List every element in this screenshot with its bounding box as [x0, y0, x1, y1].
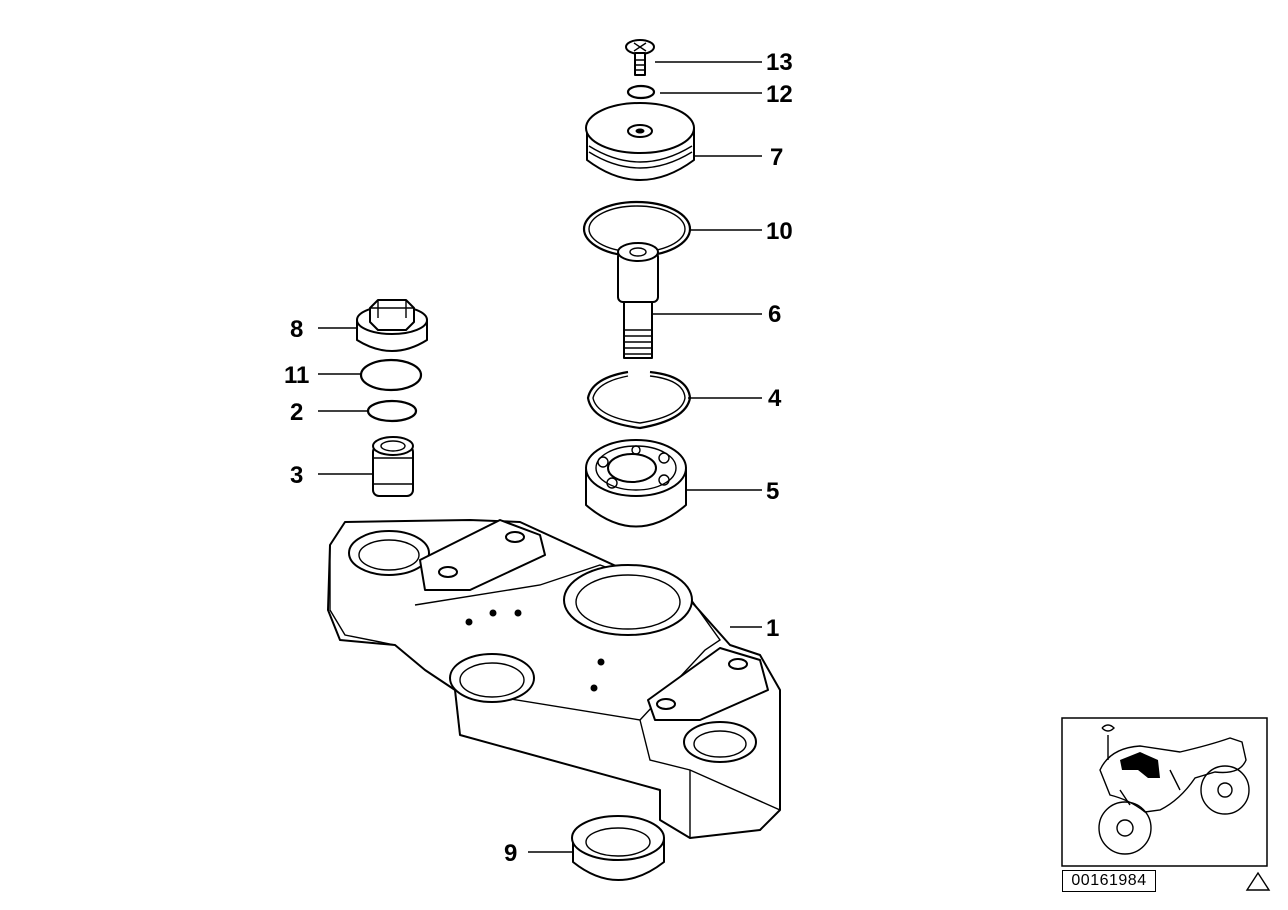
callout-9: 9: [504, 840, 517, 867]
callout-3: 3: [290, 462, 303, 489]
part-6-bolt[interactable]: [617, 242, 659, 359]
callout-1: 1: [766, 615, 779, 642]
triangle-warning-icon: [1245, 871, 1271, 891]
part-9-seal[interactable]: [571, 815, 665, 881]
part-11-o-ring[interactable]: [359, 358, 423, 392]
callout-13: 13: [766, 49, 793, 76]
callout-7: 7: [770, 144, 783, 171]
part-5-bearing[interactable]: [585, 439, 687, 528]
leader-lines: [318, 61, 762, 853]
callout-5: 5: [766, 478, 779, 505]
callout-4: 4: [768, 385, 782, 412]
part-4-circlip[interactable]: [586, 370, 692, 430]
part-7-cover-cap[interactable]: [585, 102, 695, 181]
diagram-code-label: 00161984: [1062, 870, 1156, 892]
callout-10: 10: [766, 218, 793, 245]
part-8-plug[interactable]: [356, 299, 428, 352]
callout-8: 8: [290, 316, 303, 343]
part-13-screw[interactable]: [625, 39, 655, 76]
callout-6: 6: [768, 301, 781, 328]
callout-2: 2: [290, 399, 303, 426]
callout-labels: 13 12 7 10 6 4 5 1 9 8 11 2 3: [284, 49, 793, 867]
part-1-fork-bridge[interactable]: [327, 519, 781, 839]
callout-12: 12: [766, 81, 793, 108]
callout-11: 11: [284, 362, 309, 389]
motorcycle-locator-icon: [1061, 717, 1268, 867]
part-2-o-ring[interactable]: [366, 399, 418, 423]
part-3-bushing[interactable]: [372, 436, 414, 497]
part-12-washer[interactable]: [626, 84, 656, 100]
